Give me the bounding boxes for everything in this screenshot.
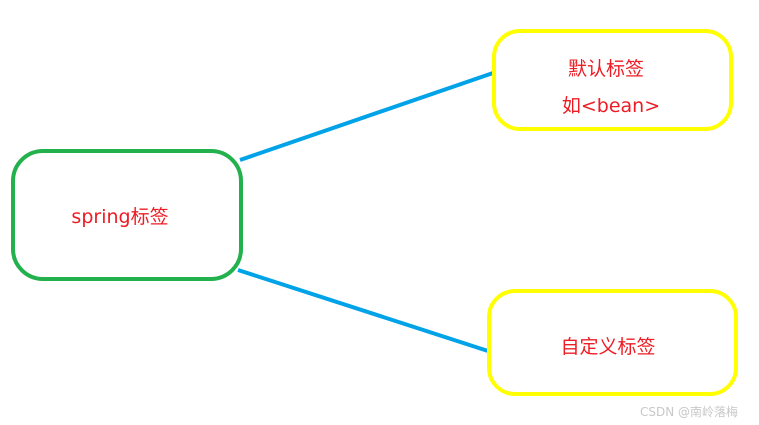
node-custom-tags — [487, 289, 738, 396]
node-spring-tags — [11, 149, 243, 281]
node-custom-tags-label: 自定义标签 — [560, 336, 655, 358]
edge-root-to-custom — [237, 268, 489, 353]
node-default-tags-example: 如<bean> — [562, 95, 660, 117]
node-spring-tags-label: spring标签 — [71, 206, 168, 228]
node-default-tags-label: 默认标签 — [568, 58, 644, 80]
watermark: CSDN @南岭落梅 — [640, 405, 739, 419]
edge-root-to-default — [239, 71, 494, 162]
node-default-tags — [492, 29, 733, 131]
